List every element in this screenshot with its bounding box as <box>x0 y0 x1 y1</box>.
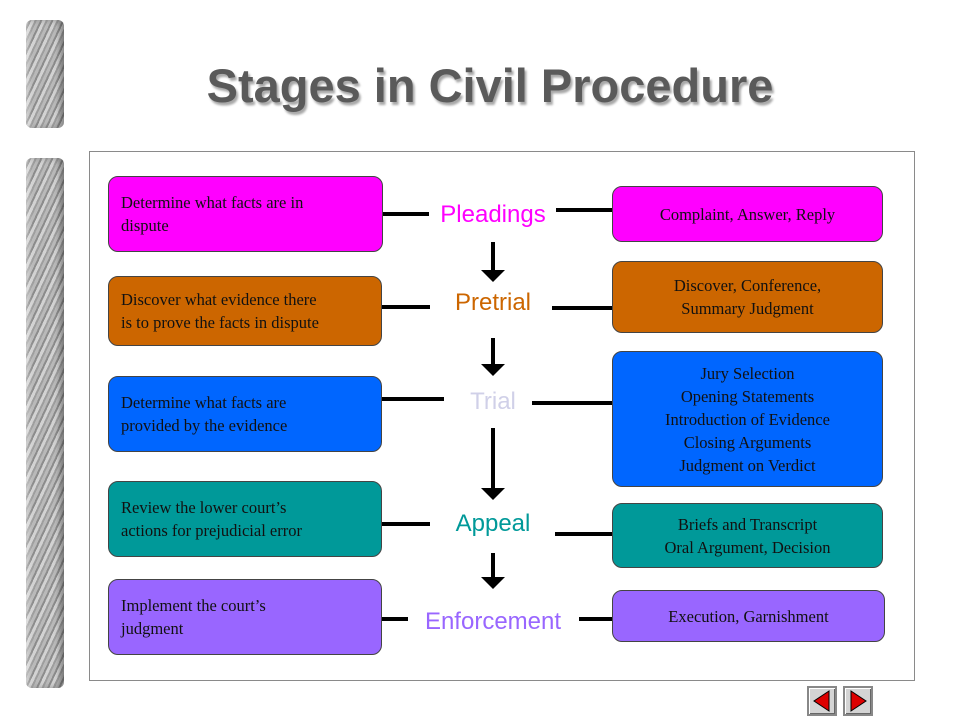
triangle-right-icon <box>850 690 867 712</box>
connector-line-left <box>382 522 430 526</box>
left-box-text-line: Determine what facts are <box>121 393 287 412</box>
right-box-text-line: Summary Judgment <box>681 299 814 318</box>
stage-label-pretrial: Pretrial <box>454 289 532 316</box>
left-box-text-line: Discover what evidence there <box>121 290 317 309</box>
right-box-text-line: Oral Argument, Decision <box>664 537 831 557</box>
left-box-text-line: Implement the court’s <box>121 596 266 615</box>
left-box-text-line: dispute <box>121 216 169 235</box>
right-box-text-line: Closing Arguments <box>683 432 812 452</box>
binder-strip-top <box>26 20 64 128</box>
left-box-text-line: provided by the evidence <box>121 416 288 435</box>
right-box-text-line: Judgment on Verdict <box>679 455 816 475</box>
stage-label-pleadings: Pleadings <box>440 201 546 228</box>
left-box-text-line: Determine what facts are in <box>121 193 304 212</box>
triangle-left-icon <box>813 690 830 712</box>
right-detail-box-2: Discover, Conference, Summary Judgment <box>612 261 883 333</box>
right-detail-box-5: Execution, Garnishment <box>612 590 885 642</box>
connector-line-right <box>556 208 612 212</box>
connector-line-left <box>383 212 429 216</box>
connector-line-left <box>382 617 408 621</box>
connector-line-right <box>555 532 612 536</box>
right-box-text-line: Briefs and Transcript <box>677 514 818 534</box>
left-box-text-line: actions for prejudicial error <box>121 521 302 540</box>
stage-label-enforcement: Enforcement <box>424 608 562 635</box>
right-detail-box-1: Complaint, Answer, Reply <box>612 186 883 242</box>
right-box-text-line: Discover, Conference, <box>673 276 822 295</box>
left-box-text-line: Review the lower court’s <box>121 498 287 517</box>
connector-line-right <box>552 306 612 310</box>
connector-line-right <box>532 401 612 405</box>
right-box-text-line: Complaint, Answer, Reply <box>659 204 836 224</box>
prev-slide-button[interactable] <box>807 686 837 716</box>
down-arrow-icon <box>481 428 505 500</box>
left-description-box-5: Implement the court’s judgment <box>108 579 382 655</box>
left-box-text-line: judgment <box>121 619 184 638</box>
connector-line-left <box>382 305 430 309</box>
down-arrow-icon <box>481 242 505 282</box>
down-arrow-icon <box>481 553 505 589</box>
connector-line-right <box>579 617 612 621</box>
binder-strip-bottom <box>26 158 64 688</box>
left-description-box-1: Determine what facts are in dispute <box>108 176 383 252</box>
left-description-box-4: Review the lower court’s actions for prej… <box>108 481 382 557</box>
stage-label-appeal: Appeal <box>455 510 531 537</box>
page-title: Stages in Civil Procedure <box>206 59 774 112</box>
right-box-text-line: Execution, Garnishment <box>668 606 829 626</box>
next-slide-button[interactable] <box>843 686 873 716</box>
left-description-box-2: Discover what evidence there is to prove … <box>108 276 382 346</box>
stage-label-trial: Trial <box>470 388 516 415</box>
right-box-text-line: Opening Statements <box>680 386 815 406</box>
left-box-text-line: is to prove the facts in dispute <box>121 313 319 332</box>
right-box-text-line: Jury Selection <box>700 363 795 383</box>
down-arrow-icon <box>481 338 505 376</box>
right-box-text-line: Introduction of Evidence <box>665 409 830 429</box>
left-description-box-3: Determine what facts are provided by the … <box>108 376 382 452</box>
connector-line-left <box>382 397 444 401</box>
